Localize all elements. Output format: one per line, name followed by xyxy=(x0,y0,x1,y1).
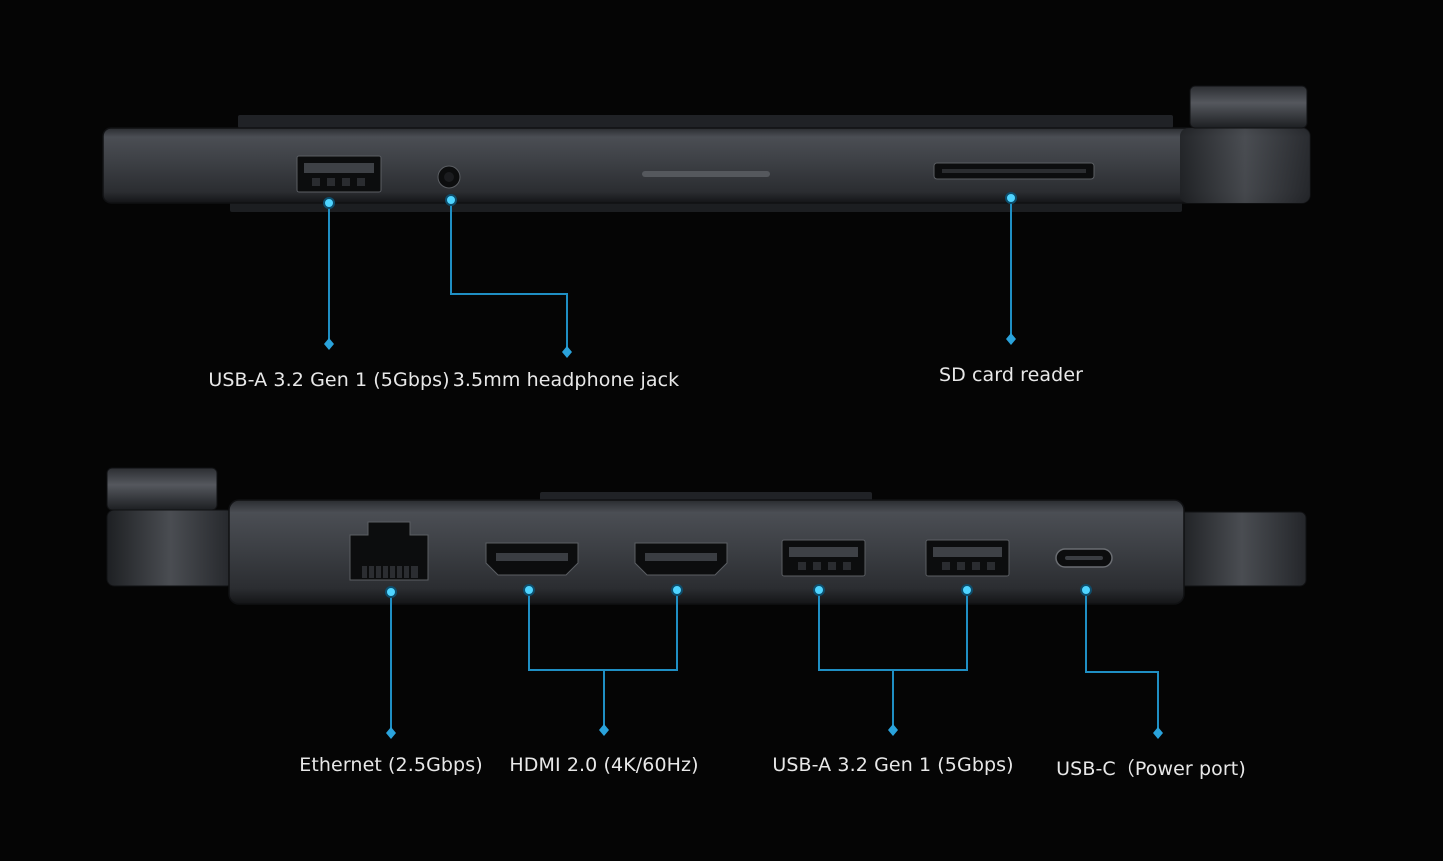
callout-dot-usb-a-1 xyxy=(813,584,825,596)
callout-line-audio-jack xyxy=(450,200,568,352)
label-sd-card: SD card reader xyxy=(938,364,1084,386)
callout-dot-hdmi-2 xyxy=(671,584,683,596)
top-device-knob xyxy=(1189,85,1308,129)
callout-diamond-hdmi xyxy=(599,724,609,736)
label-usb-a: USB-A 3.2 Gen 1 (5Gbps) xyxy=(772,754,1014,776)
top-device-end-cap xyxy=(1180,128,1310,203)
callout-dot-top-usb-a xyxy=(323,197,335,209)
top-device xyxy=(102,85,1311,212)
label-hdmi: HDMI 2.0 (4K/60Hz) xyxy=(509,754,699,776)
callout-dot-sd-card xyxy=(1005,192,1017,204)
callout-diamond-ethernet xyxy=(386,727,396,739)
ethernet-port xyxy=(349,521,429,581)
callout-dot-ethernet xyxy=(385,586,397,598)
top-audio-jack xyxy=(437,165,461,189)
hdmi-port-2 xyxy=(634,542,728,576)
bottom-device-knob xyxy=(106,467,218,511)
callout-line-usb-c xyxy=(1085,590,1159,733)
bottom-device xyxy=(106,467,1307,605)
callout-diamond-top-usb-a xyxy=(324,338,334,350)
callout-dot-audio-jack xyxy=(445,194,457,206)
callout-diamonds xyxy=(324,333,1163,739)
label-audio-jack: 3.5mm headphone jack xyxy=(452,369,680,391)
bottom-device-right-cap xyxy=(1177,511,1307,587)
usb-c-port xyxy=(1055,548,1113,568)
label-ethernet: Ethernet (2.5Gbps) xyxy=(299,754,483,776)
callout-diamond-audio-jack xyxy=(562,346,572,358)
label-top-usb-a: USB-A 3.2 Gen 1 (5Gbps) xyxy=(208,369,450,391)
top-device-back-rail xyxy=(238,115,1173,128)
top-usb-a-port xyxy=(296,155,382,193)
callout-dot-usb-a-2 xyxy=(961,584,973,596)
usb-a-port-2 xyxy=(925,539,1010,577)
callout-dot-usb-c xyxy=(1080,584,1092,596)
callout-lines xyxy=(328,198,1159,733)
top-device-body xyxy=(102,127,1311,204)
top-vent-slot xyxy=(642,171,770,177)
top-sd-card-slot xyxy=(933,162,1095,180)
callout-dots xyxy=(323,192,1092,598)
callout-diamond-sd-card xyxy=(1006,333,1016,345)
usb-a-port-1 xyxy=(781,539,866,577)
label-usb-c: USB-C（Power port) xyxy=(1056,758,1246,780)
callout-diamond-usb-a xyxy=(888,724,898,736)
callout-dot-hdmi-1 xyxy=(523,584,535,596)
callout-diamond-usb-c xyxy=(1153,727,1163,739)
bottom-device-left-cap xyxy=(106,509,235,587)
hdmi-port-1 xyxy=(485,542,579,576)
